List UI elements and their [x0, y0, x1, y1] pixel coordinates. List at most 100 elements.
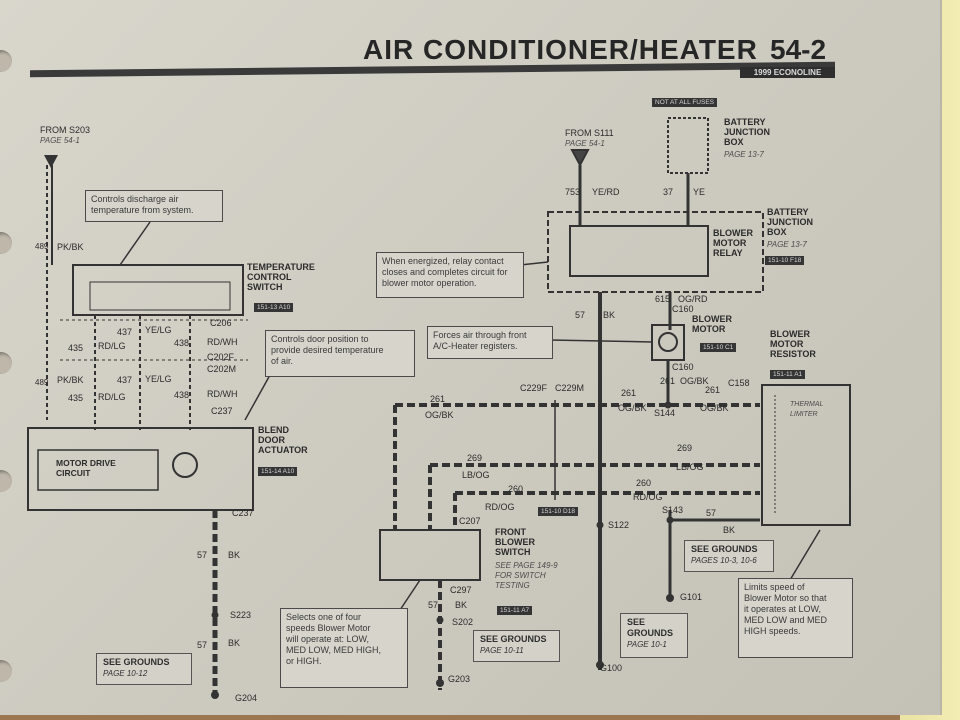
- wire-number: 261: [705, 385, 721, 395]
- note-pointer: [519, 261, 549, 266]
- note-forces-air: Forces air through front A/C-Heater regi…: [427, 326, 553, 359]
- splice-s223: [211, 611, 219, 619]
- temperature-control-switch-box: [72, 264, 244, 316]
- ground-g100: [596, 661, 604, 669]
- wire-number: 435: [68, 343, 84, 353]
- connector-label: C206: [210, 318, 232, 328]
- battery-junction-box-relay: [547, 211, 764, 293]
- splice-s122: [596, 521, 604, 529]
- wire-color: OG/BK: [618, 403, 647, 413]
- note-pointer: [119, 221, 151, 266]
- wire-number: 57: [197, 550, 208, 560]
- blend-door-actuator-box: [27, 427, 254, 511]
- connector-label: C237: [211, 406, 233, 416]
- splice-label: S223: [230, 610, 252, 620]
- wire-color: BK: [455, 600, 468, 610]
- wire-number: 57: [575, 310, 586, 320]
- note-discharge: Controls discharge air temperature from …: [85, 190, 223, 222]
- note-limits: Limits speed of Blower Motor so that it …: [738, 578, 853, 658]
- wire-color: RD/LG: [98, 392, 126, 402]
- wire-number: 261: [621, 388, 637, 398]
- location-tag: 151-10 F18: [765, 256, 805, 265]
- edition-label: 1999 ECONOLINE: [740, 67, 835, 78]
- wire-color: OG/BK: [700, 403, 729, 413]
- splice-label: S122: [608, 520, 630, 530]
- wire-number: 37: [663, 187, 674, 197]
- wire-number: 489: [35, 378, 49, 387]
- see-grounds-box: SEE GROUNDS PAGE 10-1: [620, 613, 688, 658]
- connector-label: C160: [672, 362, 694, 372]
- wire-color: OG/BK: [425, 410, 454, 420]
- from-s111-label: FROM S111: [565, 128, 614, 138]
- wire-number: 438: [174, 390, 190, 400]
- from-s203-label: FROM S203: [40, 125, 91, 135]
- blend-door-actuator-label: BLEND DOOR ACTUATOR: [258, 425, 308, 455]
- motor-drive-circuit-label: MOTOR DRIVE CIRCUIT: [56, 458, 116, 478]
- bjb1-page: PAGE 13-7: [724, 150, 764, 159]
- blower-motor-resistor-label: BLOWER MOTOR RESISTOR: [770, 329, 816, 359]
- front-blower-switch-box: [379, 529, 481, 581]
- page-number: 54-2: [770, 34, 827, 65]
- wire-color: RD/OG: [485, 502, 515, 512]
- wire-number: 269: [467, 453, 483, 463]
- location-tag: 151-13 A10: [254, 303, 294, 312]
- splice-s143: [666, 516, 674, 524]
- binder-hole: [0, 232, 12, 254]
- wire-color: BK: [228, 638, 241, 648]
- wire-color: YE/LG: [145, 325, 172, 335]
- note-pointer: [244, 374, 271, 421]
- wire-color: RD/WH: [207, 389, 238, 399]
- wire-number: 269: [677, 443, 693, 453]
- location-tag: 151-14 A10: [258, 467, 298, 476]
- note-speeds: Selects one of four speeds Blower Motor …: [280, 608, 408, 688]
- splice-label: S202: [452, 617, 474, 627]
- see-grounds-label: SEE GROUNDS: [103, 657, 170, 667]
- wire-color: LB/OG: [462, 470, 490, 480]
- binder-hole: [0, 660, 12, 682]
- ground-g203: [436, 679, 444, 687]
- ground-label: G203: [448, 674, 471, 684]
- location-tag: 151-10 D18: [538, 507, 578, 516]
- connector-label: C297: [450, 585, 472, 595]
- wire-number: 260: [508, 484, 524, 494]
- connector-label: C229F: [520, 383, 548, 393]
- see-grounds-page: PAGES 10-3, 10-6: [691, 556, 757, 565]
- wire-number: 438: [174, 338, 190, 348]
- see-grounds-label: SEE GROUNDS: [480, 634, 547, 644]
- ground-label: G204: [235, 693, 258, 703]
- bjb2-page: PAGE 13-7: [767, 240, 807, 249]
- battery-junction-box-label: BATTERY JUNCTION BOX: [724, 117, 771, 147]
- battery-junction-box-label-2: BATTERY JUNCTION BOX: [767, 207, 814, 237]
- actuator-motor: [172, 452, 198, 478]
- from-s111-arrow: [570, 149, 590, 168]
- location-tag: 151-11 A1: [770, 370, 806, 379]
- from-s111-page: PAGE 54-1: [565, 139, 605, 148]
- ground-g204: [211, 691, 219, 699]
- wire-color: RD/OG: [633, 492, 663, 502]
- see-grounds-page: PAGE 10-1: [627, 640, 667, 649]
- wire-color: YE/LG: [145, 374, 172, 384]
- splice-s202: [436, 616, 444, 624]
- wire-number: 435: [68, 393, 84, 403]
- binder-hole: [0, 352, 12, 374]
- connector-label: C229M: [555, 383, 585, 393]
- wire-color: BK: [228, 550, 241, 560]
- temperature-control-switch-label: TEMPERATURE CONTROL SWITCH: [247, 262, 315, 292]
- wire-number: 260: [636, 478, 652, 488]
- blower-motor-symbol: [658, 332, 678, 352]
- wire-color: OG/BK: [680, 376, 709, 386]
- blower-motor-box: [651, 324, 685, 361]
- from-s203-arrow: [44, 155, 58, 168]
- connector-label: C202M: [207, 364, 237, 374]
- ground-label: G100: [600, 663, 623, 673]
- splice-label: S143: [662, 505, 684, 515]
- wire-color: PK/BK: [57, 375, 84, 385]
- splice-label: S144: [654, 408, 676, 418]
- wire-number: 753: [565, 187, 581, 197]
- wire-color: YE: [693, 187, 706, 197]
- note-relay: When energized, relay contact closes and…: [376, 252, 524, 298]
- see-grounds-label: SEE GROUNDS: [627, 617, 674, 638]
- wire-color: YE/RD: [592, 187, 620, 197]
